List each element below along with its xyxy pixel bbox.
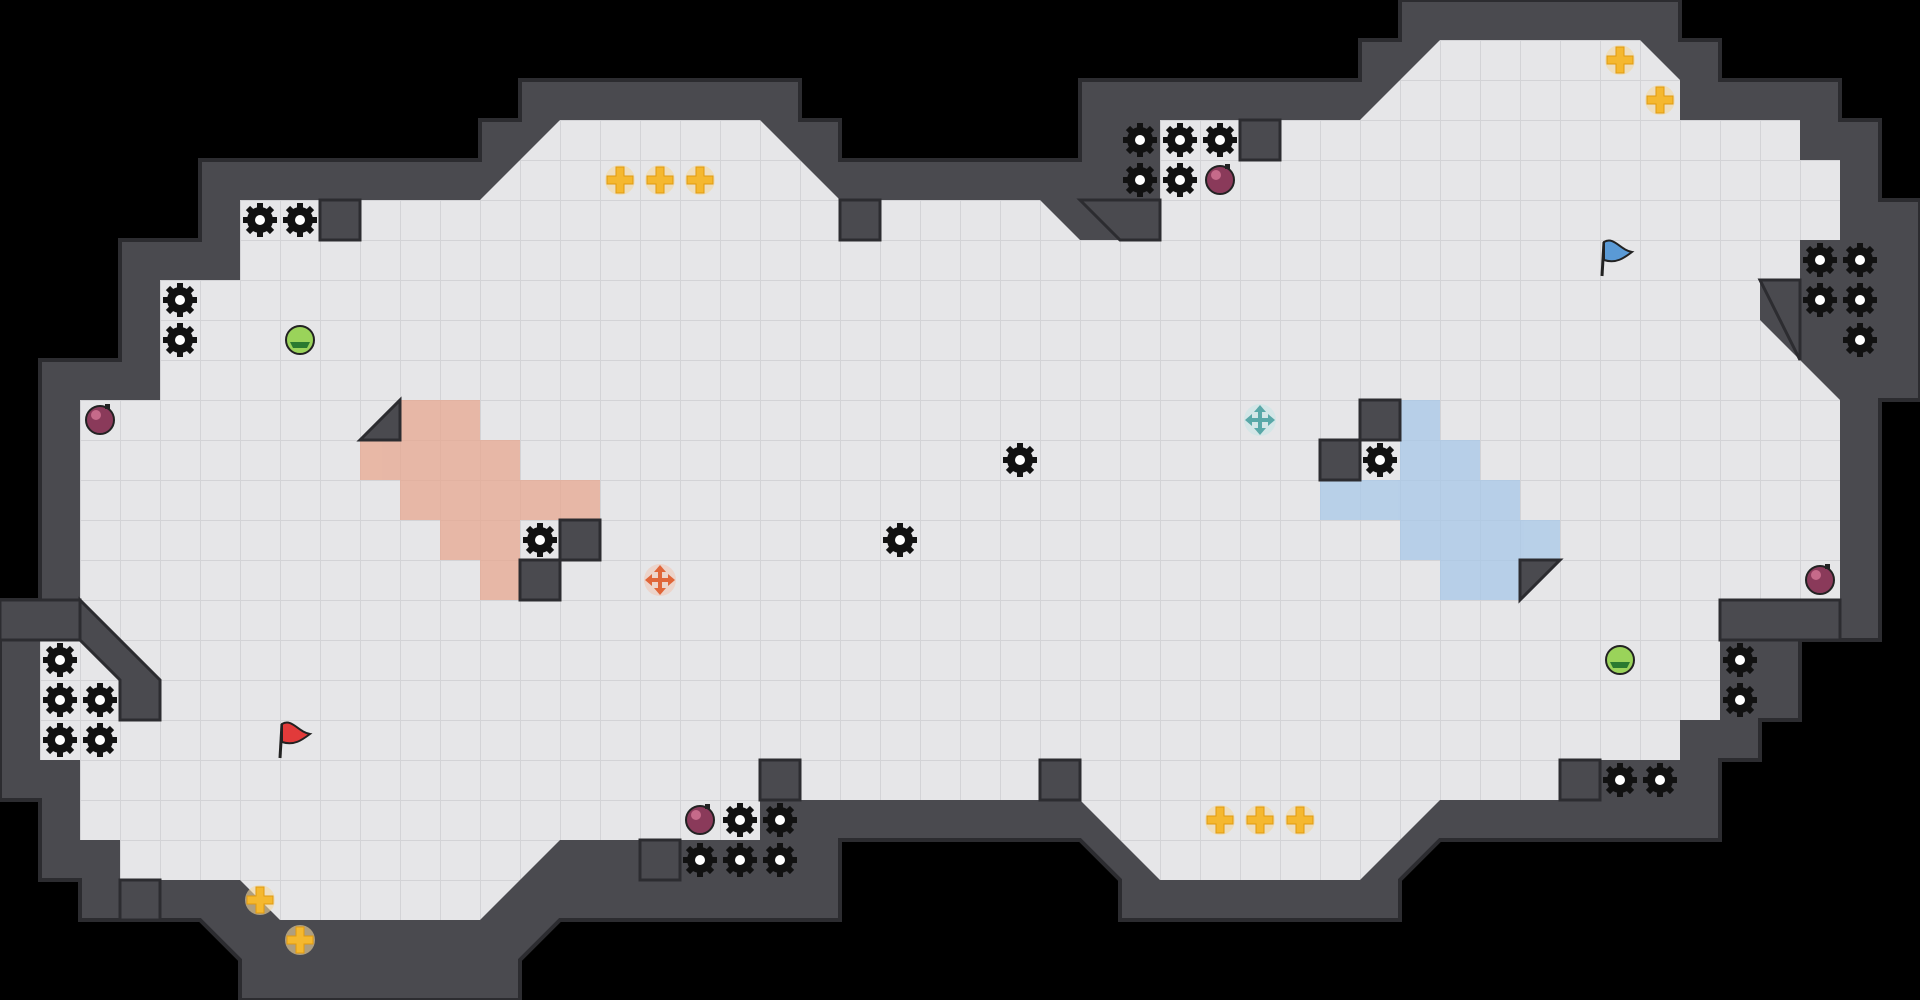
gear-icon xyxy=(1723,643,1757,677)
boost-pad-icon xyxy=(1644,84,1676,116)
gear-icon xyxy=(1123,123,1157,157)
gear-icon xyxy=(723,843,757,877)
gear-icon xyxy=(83,723,117,757)
gear-icon xyxy=(1843,283,1877,317)
gear-icon xyxy=(1643,763,1677,797)
gear-icon xyxy=(283,203,317,237)
gear-icon xyxy=(1123,163,1157,197)
boost-pad-icon xyxy=(604,164,636,196)
gear-icon xyxy=(43,683,77,717)
gear-icon xyxy=(83,683,117,717)
boost-pad-icon xyxy=(1244,804,1276,836)
red-flag-icon xyxy=(278,721,313,759)
boost-pad-icon xyxy=(1204,804,1236,836)
gear-icon xyxy=(1843,323,1877,357)
boost-pad-icon xyxy=(244,884,276,916)
gear-icon xyxy=(763,803,797,837)
gear-icon xyxy=(683,843,717,877)
teal-portal xyxy=(1244,404,1276,436)
boost-pad-icon xyxy=(284,924,316,956)
gear-icon xyxy=(1843,243,1877,277)
boost-pad-icon xyxy=(644,164,676,196)
gear-icon xyxy=(1363,443,1397,477)
gear-icon xyxy=(43,643,77,677)
juke-juice-icon xyxy=(1605,645,1635,675)
blue-flag-icon xyxy=(1600,239,1635,277)
arena-floor xyxy=(40,40,1840,920)
gear-icon xyxy=(163,323,197,357)
juke-juice-icon xyxy=(285,325,315,355)
gear-icon xyxy=(723,803,757,837)
gear-icon xyxy=(1003,443,1037,477)
gear-icon xyxy=(1203,123,1237,157)
blue-team-zone xyxy=(1320,400,1560,600)
gear-icon xyxy=(763,843,797,877)
red-portal xyxy=(644,564,676,596)
gear-icon xyxy=(163,283,197,317)
gear-icon xyxy=(1723,683,1757,717)
wall-blocks xyxy=(0,118,1842,922)
gear-icon xyxy=(1803,243,1837,277)
gear-icon xyxy=(1803,283,1837,317)
gear-icon xyxy=(883,523,917,557)
red-team-zone xyxy=(360,400,600,600)
gear-icon xyxy=(1163,123,1197,157)
boost-pad-icon xyxy=(684,164,716,196)
gear-icon xyxy=(523,523,557,557)
boost-pad-icon xyxy=(1284,804,1316,836)
gear-icon xyxy=(243,203,277,237)
gear-icon xyxy=(1603,763,1637,797)
gear-icon xyxy=(1163,163,1197,197)
boost-pad-icon xyxy=(1604,44,1636,76)
zone-walls xyxy=(356,396,1564,604)
gear-icon xyxy=(43,723,77,757)
